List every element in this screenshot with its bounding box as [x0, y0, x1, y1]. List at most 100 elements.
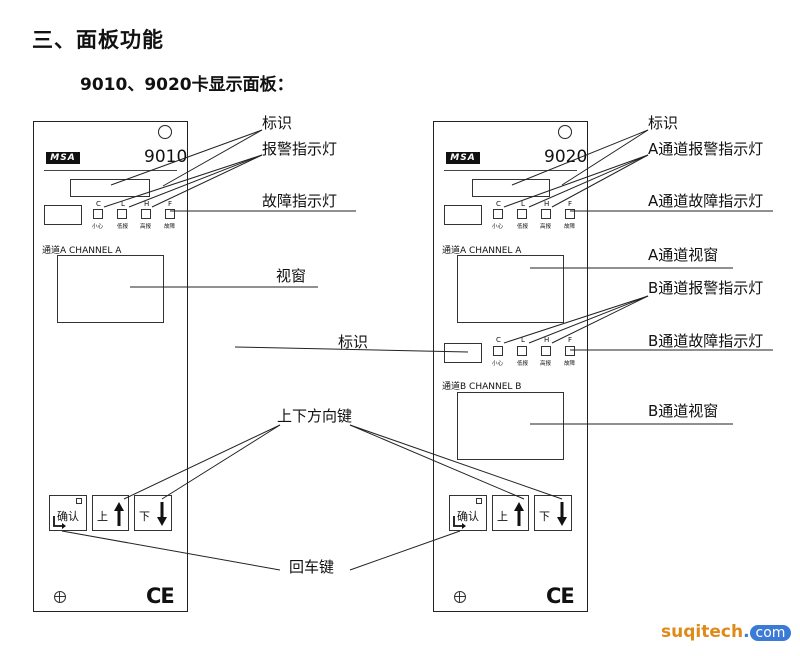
model-number: 9010 — [144, 147, 188, 167]
led-letter-h: H — [544, 336, 550, 344]
callout-id-label-mid: 标识 — [338, 333, 369, 351]
led-letter-h: H — [144, 200, 150, 208]
callout-id-label: 标识 — [262, 114, 293, 132]
watermark-tld: com — [749, 625, 792, 641]
channel-b-label: 通道B CHANNEL B — [442, 382, 522, 392]
led-b-fault — [565, 346, 575, 356]
mounting-hole-icon — [158, 125, 172, 139]
callout-b-fault-led: B通道故障指示灯 — [648, 332, 764, 350]
led-letter-l: L — [121, 200, 125, 208]
led-label-high: 高报 — [140, 224, 152, 230]
led-b-low-alarm — [517, 346, 527, 356]
led-a-low-alarm — [517, 209, 527, 219]
led-label-fault: 故障 — [564, 224, 576, 230]
led-letter-c: C — [496, 200, 501, 208]
led-a-high-alarm — [541, 209, 551, 219]
led-fault — [165, 209, 175, 219]
mounting-hole-icon — [558, 125, 572, 139]
divider — [44, 170, 177, 171]
channel-a-window — [457, 255, 564, 323]
down-arrow-icon — [557, 502, 567, 526]
led-high-alarm — [141, 209, 151, 219]
watermark-dot: . — [743, 622, 750, 642]
divider — [444, 170, 577, 171]
led-b-high-alarm — [541, 346, 551, 356]
led-label-low: 低报 — [517, 224, 529, 230]
led-label-caution: 小心 — [92, 224, 104, 230]
down-label: 下 — [139, 510, 150, 523]
confirm-button[interactable]: 确认 — [449, 495, 487, 531]
channel-b-window — [457, 392, 564, 460]
up-label: 上 — [97, 510, 108, 523]
enter-arrow-icon — [453, 516, 466, 529]
section-subheading: 9010、9020卡显示面板： — [80, 75, 294, 95]
up-button[interactable]: 上 — [492, 495, 529, 531]
up-label: 上 — [497, 510, 508, 523]
panel-9010: MSA 9010 C L H F 小心 低报 高报 故障 通道A CHANNEL… — [33, 121, 188, 612]
msa-logo: MSA — [46, 152, 80, 164]
led-letter-f: F — [168, 200, 173, 208]
site-watermark: suqitech.com — [661, 622, 792, 642]
id-label-box — [70, 179, 150, 197]
screw-icon — [54, 591, 66, 603]
led-letter-l: L — [521, 336, 525, 344]
led-label-fault: 故障 — [564, 361, 576, 367]
up-button[interactable]: 上 — [92, 495, 129, 531]
channel-a-label: 通道A CHANNEL A — [42, 246, 122, 256]
led-letter-h: H — [544, 200, 550, 208]
led-a-fault — [565, 209, 575, 219]
watermark-brand: suqitech — [661, 622, 744, 642]
screw-icon — [454, 591, 466, 603]
confirm-indicator — [76, 498, 82, 504]
led-label-high: 高报 — [540, 361, 552, 367]
led-label-low: 低报 — [117, 224, 129, 230]
led-letter-c: C — [496, 336, 501, 344]
callout-updown-keys: 上下方向键 — [277, 407, 353, 425]
fault-indicator-box — [44, 205, 82, 225]
led-letter-l: L — [521, 200, 525, 208]
led-label-high: 高报 — [540, 224, 552, 230]
confirm-indicator — [476, 498, 482, 504]
callout-window: 视窗 — [276, 267, 307, 285]
callout-a-window: A通道视窗 — [648, 246, 719, 264]
channel-b-id-box — [444, 343, 482, 363]
callout-b-alarm-leds: B通道报警指示灯 — [648, 279, 764, 297]
confirm-label: 确认 — [457, 510, 479, 523]
msa-logo: MSA — [446, 152, 480, 164]
led-b-caution — [493, 346, 503, 356]
callout-id-label-right: 标识 — [648, 114, 679, 132]
led-label-caution: 小心 — [492, 224, 504, 230]
led-label-fault: 故障 — [164, 224, 176, 230]
confirm-label: 确认 — [57, 510, 79, 523]
panel-9020: MSA 9020 C L H F 小心 低报 高报 故障 通道A CHANNEL… — [433, 121, 588, 612]
down-label: 下 — [539, 510, 550, 523]
ce-mark: CE — [146, 584, 175, 608]
callout-fault-led: 故障指示灯 — [262, 192, 338, 210]
up-arrow-icon — [114, 502, 124, 526]
channel-a-label: 通道A CHANNEL A — [442, 246, 522, 256]
ce-mark: CE — [546, 584, 575, 608]
led-letter-c: C — [96, 200, 101, 208]
callout-b-window: B通道视窗 — [648, 402, 719, 420]
enter-arrow-icon — [53, 516, 66, 529]
led-low-alarm — [117, 209, 127, 219]
callout-enter-key: 回车键 — [289, 558, 335, 576]
confirm-button[interactable]: 确认 — [49, 495, 87, 531]
led-label-caution: 小心 — [492, 361, 504, 367]
id-label-box — [472, 179, 550, 197]
down-button[interactable]: 下 — [134, 495, 172, 531]
led-letter-f: F — [568, 200, 573, 208]
channel-a-window — [57, 255, 164, 323]
led-label-low: 低报 — [517, 361, 529, 367]
callout-a-alarm-leds: A通道报警指示灯 — [648, 140, 764, 158]
fault-indicator-box — [444, 205, 482, 225]
led-a-caution — [493, 209, 503, 219]
led-letter-f: F — [568, 336, 573, 344]
down-button[interactable]: 下 — [534, 495, 572, 531]
down-arrow-icon — [157, 502, 167, 526]
model-number: 9020 — [544, 147, 588, 167]
led-caution — [93, 209, 103, 219]
section-heading: 三、面板功能 — [32, 28, 164, 52]
callout-a-fault-led: A通道故障指示灯 — [648, 192, 764, 210]
